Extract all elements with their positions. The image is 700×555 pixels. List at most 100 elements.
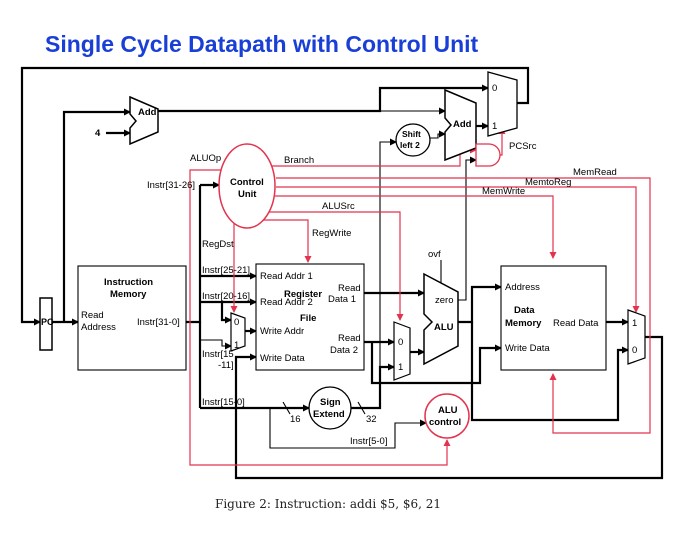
- wire-shift-to-badd: [429, 130, 446, 139]
- branch-adder: [444, 88, 477, 162]
- pcsrc-mux-in1: 1: [492, 121, 497, 132]
- dmem-title-line2: Memory: [505, 318, 542, 329]
- wire-rd: [200, 339, 232, 350]
- shift-left-2: [395, 123, 431, 157]
- wire-sext-out: [351, 363, 395, 410]
- imem-title-line1: Instruction: [104, 277, 153, 288]
- control-unit: [218, 143, 276, 229]
- wire-sext-tick: [357, 401, 366, 415]
- dmem-title-line1: Data: [514, 305, 535, 316]
- rf-title-line2: File: [300, 313, 316, 324]
- label-alusrc: ALUSrc: [322, 201, 355, 212]
- ctrl-regwrite: [262, 219, 312, 263]
- imem-title-line2: Memory: [110, 289, 147, 300]
- control-unit-line1: Control: [230, 177, 264, 188]
- alusrc-mux-in1: 1: [398, 362, 403, 373]
- imem-address-label: Address: [81, 322, 116, 333]
- wire-zero: [458, 156, 477, 301]
- alusrc-mux: [393, 321, 411, 381]
- dmem-address: Address: [505, 282, 540, 293]
- register-file: [255, 263, 365, 371]
- label-rt: Instr[20-16]: [202, 291, 250, 302]
- pc-register: [39, 297, 53, 351]
- rf-write-data: Write Data: [260, 353, 305, 364]
- dmem-read-data: Read Data: [553, 318, 599, 329]
- rf-read-data2-line1: Read: [338, 333, 361, 344]
- wire-alu-result: [458, 283, 502, 324]
- wire-writeback: [234, 335, 664, 480]
- rf-read-data2-line2: Data 2: [330, 345, 358, 356]
- sign-extend-line2: Extend: [313, 409, 345, 420]
- ctrl-memtoreg: [276, 186, 640, 313]
- data-memory: [500, 265, 607, 371]
- memtoreg-mux-in0: 0: [632, 345, 637, 356]
- wire-nextpc-loop: [20, 66, 530, 326]
- pc-adder: [129, 95, 159, 146]
- alu-control: [424, 393, 470, 439]
- const-four: 4: [95, 128, 101, 139]
- alu-control-line2: control: [429, 417, 461, 428]
- sign-extend-in-bits: 16: [290, 414, 301, 425]
- alu-ovf-label: ovf: [428, 249, 441, 260]
- label-regwrite: RegWrite: [312, 228, 351, 239]
- regdst-mux-in0: 0: [234, 317, 239, 328]
- control-unit-line2: Unit: [238, 189, 257, 200]
- dmem-write-data: Write Data: [505, 343, 550, 354]
- ctrl-pcsrc: [498, 127, 506, 156]
- wire-imm-tick: [282, 401, 291, 415]
- rf-write-addr: Write Addr: [260, 326, 304, 337]
- alusrc-mux-in0: 0: [398, 337, 403, 348]
- branch-adder-label: Add: [453, 119, 472, 130]
- pcsrc-label: PCSrc: [509, 141, 537, 152]
- imem-read-label: Read: [81, 310, 104, 321]
- imem-output-label: Instr[31-0]: [137, 317, 180, 328]
- label-imm: Instr[15-0]: [202, 397, 245, 408]
- label-aluop: ALUOp: [190, 153, 221, 164]
- sign-extend-line1: Sign: [320, 397, 341, 408]
- pcsrc-mux: [487, 71, 518, 137]
- shift-left-line2: left 2: [400, 140, 420, 150]
- label-rd-line1: Instr[15: [202, 349, 234, 360]
- pcsrc-mux-in0: 0: [492, 83, 497, 94]
- wire-rt: [200, 300, 232, 324]
- wire-rd2-to-dmem: [370, 342, 502, 385]
- rf-read-addr2: Read Addr 2: [260, 297, 313, 308]
- label-rd-line2: -11]: [218, 360, 234, 371]
- instruction-memory: [77, 265, 187, 371]
- rf-read-addr1: Read Addr 1: [260, 271, 313, 282]
- alu-control-line1: ALU: [438, 405, 458, 416]
- wire-instr-bus: [186, 185, 202, 324]
- sign-extend: [308, 386, 352, 430]
- alu-zero-label: zero: [435, 295, 453, 306]
- sign-extend-out-bits: 32: [366, 414, 377, 425]
- ctrl-alusrc: [268, 211, 404, 321]
- figure-caption: Figure 2: Instruction: addi $5, $6, 21: [215, 497, 441, 511]
- label-branch: Branch: [284, 155, 314, 166]
- shift-left-line1: Shift: [402, 129, 421, 139]
- wire-pcplus4: [158, 84, 489, 113]
- pc-label: PC: [41, 317, 54, 327]
- label-memtoreg: MemtoReg: [525, 177, 571, 188]
- regdst-mux-in1: 1: [234, 340, 239, 351]
- label-memwrite: MemWrite: [482, 186, 525, 197]
- ctrl-aluop: [189, 169, 451, 466]
- label-memread: MemRead: [573, 167, 617, 178]
- rf-read-data1-line1: Read: [338, 283, 361, 294]
- memtoreg-mux: [627, 309, 646, 365]
- alu: [423, 272, 459, 366]
- ctrl-memread: [276, 177, 651, 434]
- branch-and-gate: [475, 143, 501, 167]
- label-rs: Instr[25-21]: [202, 265, 250, 276]
- label-regdst: RegDst: [202, 239, 234, 250]
- pc-adder-label: Add: [138, 107, 157, 118]
- rf-read-data1-line2: Data 1: [328, 294, 356, 305]
- wire-funct: [269, 408, 427, 449]
- alu-label: ALU: [434, 322, 454, 333]
- wire-pc-to-adder: [62, 108, 131, 322]
- wire-alu-bypass: [470, 322, 629, 422]
- label-opcode: Instr[31-26]: [147, 180, 195, 191]
- ctrl-memwrite: [274, 195, 557, 259]
- label-funct: Instr[5-0]: [350, 436, 388, 447]
- page-title: Single Cycle Datapath with Control Unit: [45, 31, 479, 57]
